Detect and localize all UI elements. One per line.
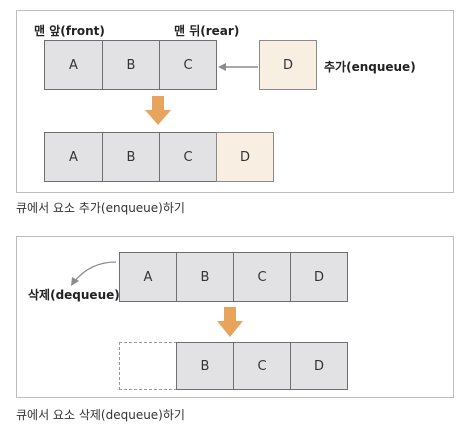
enqueue-label: 추가(enqueue) xyxy=(324,60,416,74)
dequeue-after-cell: B xyxy=(176,342,234,390)
dequeue-before-cell: B xyxy=(176,252,234,302)
enqueue-caption: 큐에서 요소 추가(enqueue)하기 xyxy=(16,201,185,215)
enqueue-before-cell: B xyxy=(102,40,160,90)
remove-arrow xyxy=(71,261,117,286)
insert-arrow xyxy=(218,63,258,71)
dequeue-caption: 큐에서 요소 삭제(dequeue)하기 xyxy=(16,408,185,422)
new-item-cell: D xyxy=(259,40,317,90)
rear-label: 맨 뒤(rear) xyxy=(174,24,240,38)
enqueue-after-cell: A xyxy=(44,132,103,182)
dequeue-label: 삭제(dequeue) xyxy=(28,288,120,302)
front-label: 맨 앞(front) xyxy=(34,24,105,38)
enqueue-before-cell: C xyxy=(159,40,217,90)
dequeue-after-cell: C xyxy=(233,342,291,390)
dequeue-before-cell: C xyxy=(233,252,291,302)
vacated-slot xyxy=(119,342,177,390)
enqueue-after-cell: B xyxy=(102,132,160,182)
dequeue-before-cell: D xyxy=(290,252,348,302)
enqueue-after-new-cell: D xyxy=(216,132,274,182)
down-arrow-icon xyxy=(217,307,243,337)
dequeue-after-cell: D xyxy=(290,342,348,390)
down-arrow-icon xyxy=(145,96,171,125)
